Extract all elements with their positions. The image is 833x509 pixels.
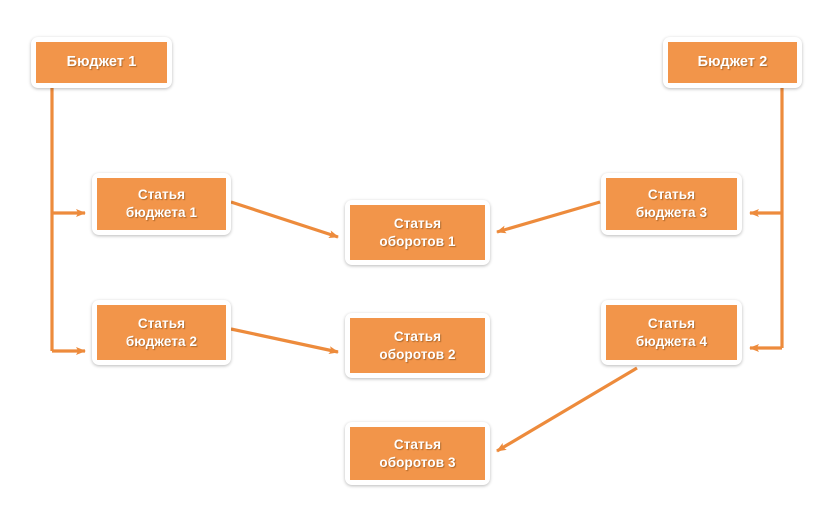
node-turnover-item-1-body: Статья оборотов 1: [350, 205, 485, 260]
node-turnover-item-1-label: Статья оборотов 1: [379, 215, 456, 249]
node-budget2[interactable]: Бюджет 2: [663, 37, 802, 88]
node-turnover-item-2-label: Статья оборотов 2: [379, 328, 456, 362]
node-turnover-item-3-label: Статья оборотов 3: [379, 436, 456, 470]
node-budget1[interactable]: Бюджет 1: [31, 37, 172, 88]
node-budget-item-4-label: Статья бюджета 4: [635, 315, 708, 349]
node-turnover-item-3-body: Статья оборотов 3: [350, 427, 485, 480]
node-budget-item-3-label: Статья бюджета 3: [635, 187, 708, 220]
node-turnover-item-2[interactable]: Статья оборотов 2: [345, 313, 490, 378]
node-budget-item-1-label: Статья бюджета 1: [125, 187, 198, 220]
node-turnover-item-1[interactable]: Статья оборотов 1: [345, 200, 490, 265]
node-turnover-item-2-body: Статья оборотов 2: [350, 318, 485, 373]
node-budget-item-2[interactable]: Статья бюджета 2: [92, 300, 231, 365]
node-turnover-item-3[interactable]: Статья оборотов 3: [345, 422, 490, 485]
node-budget2-body: Бюджет 2: [668, 42, 797, 83]
node-budget1-label: Бюджет 1: [66, 53, 137, 70]
edge-item2-turnover2: [230, 327, 339, 355]
node-budget-item-3[interactable]: Статья бюджета 3: [601, 173, 742, 235]
node-budget-item-4[interactable]: Статья бюджета 4: [601, 300, 742, 365]
node-budget2-label: Бюджет 2: [697, 53, 768, 70]
edge-item1-turnover1: [230, 200, 339, 239]
node-budget-item-2-label: Статья бюджета 2: [125, 315, 198, 349]
node-budget-item-1[interactable]: Статья бюджета 1: [92, 173, 231, 235]
node-budget-item-3-body: Статья бюджета 3: [606, 178, 737, 230]
node-budget-item-4-body: Статья бюджета 4: [606, 305, 737, 360]
node-budget1-body: Бюджет 1: [36, 42, 167, 83]
edge-item3-turnover1: [496, 200, 601, 234]
edge-item4-turnover3: [496, 366, 638, 453]
node-budget-item-1-body: Статья бюджета 1: [97, 178, 226, 230]
node-budget-item-2-body: Статья бюджета 2: [97, 305, 226, 360]
